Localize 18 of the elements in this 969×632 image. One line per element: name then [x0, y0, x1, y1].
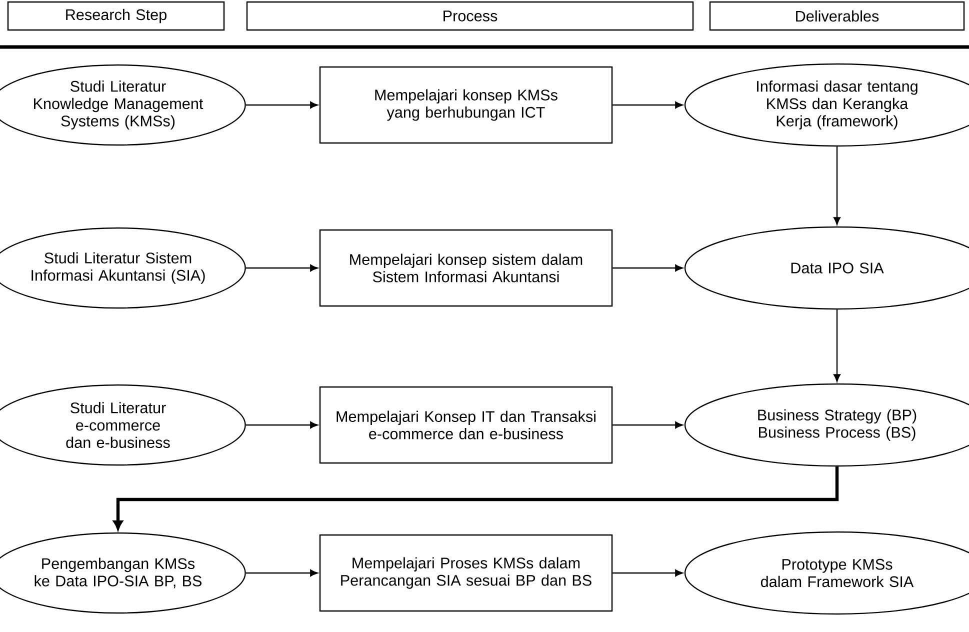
arrow: [612, 264, 683, 272]
arrow: [246, 570, 318, 576]
process-box: Mempelajari Konsep IT dan Transaksi e-commerce dan e-business: [319, 386, 613, 464]
column-header: Deliverables: [709, 1, 965, 31]
arrow: [113, 466, 839, 530]
arrow: [834, 146, 840, 225]
arrow: [834, 310, 840, 382]
process-box: Mempelajari konsep sistem dalam Sistem Informasi Akuntansi: [319, 229, 613, 307]
column-header: Research Step: [7, 1, 225, 31]
arrow: [612, 102, 683, 108]
process-box: Mempelajari Proses KMSs dalam Perancangan SIA sesuai BP dan BS: [319, 534, 613, 612]
column-header: Process: [246, 1, 694, 31]
arrow: [246, 264, 318, 272]
process-box: Mempelajari konsep KMSs yang berhubungan ICT: [319, 66, 613, 144]
arrow: [246, 422, 318, 428]
arrow: [612, 570, 683, 576]
arrow: [612, 422, 683, 428]
arrow: [246, 102, 318, 108]
